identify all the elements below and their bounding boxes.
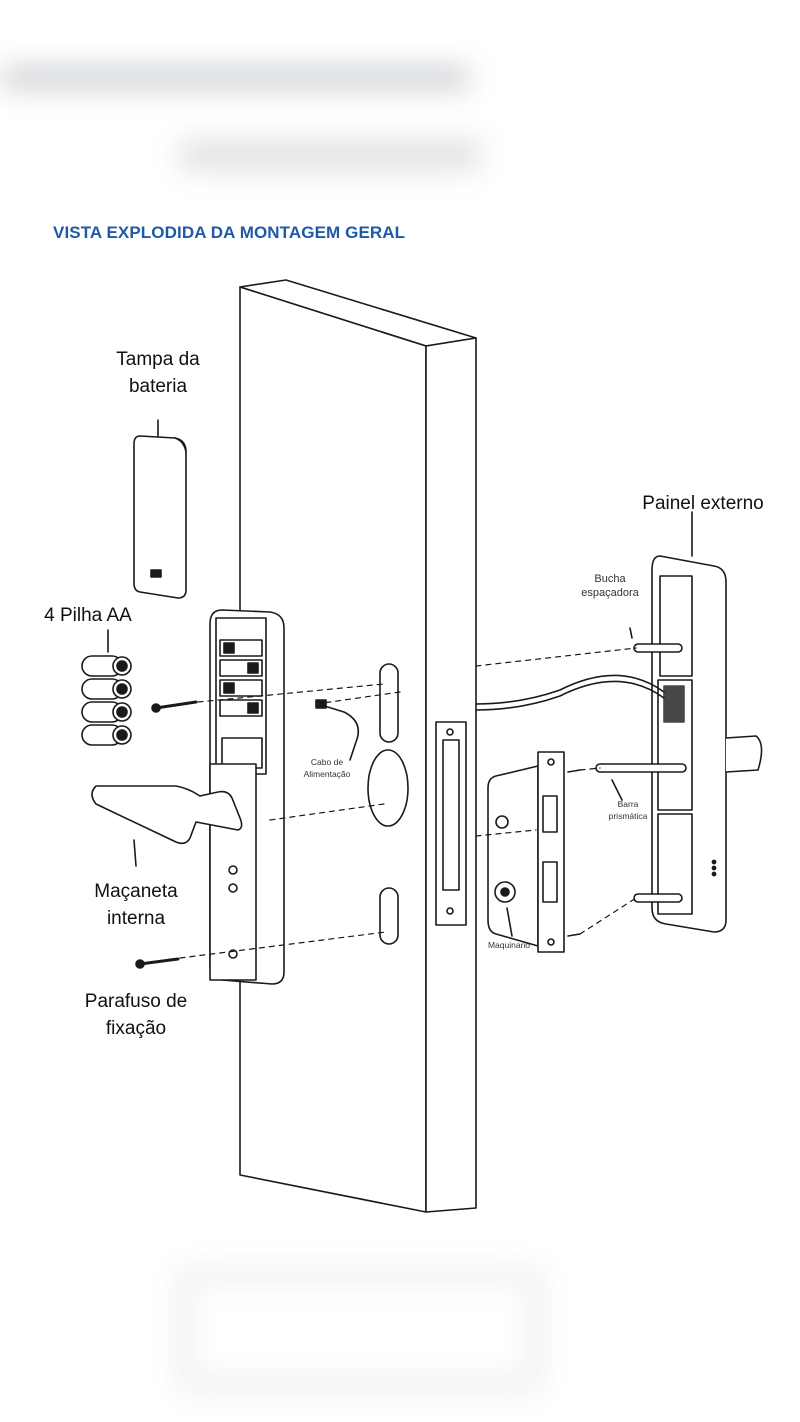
label-outer-panel: Painel externo [642, 493, 764, 514]
diagram-title: VISTA EXPLODIDA DA MONTAGEM GERAL [53, 223, 406, 242]
inner-panel [209, 609, 285, 985]
battery-cover [133, 419, 187, 599]
door [239, 279, 477, 1213]
blurred-header-background [0, 40, 800, 170]
blurred-footer-background [0, 1260, 800, 1390]
prismatic-rod [595, 763, 687, 801]
label-spacer-bushing: Bucha espaçadora [581, 573, 639, 599]
spacer-bushings [629, 627, 683, 903]
label-batteries: 4 Pilha AA [44, 605, 132, 626]
power-cable [315, 674, 665, 761]
label-prismatic-rod: Barra prismática [608, 799, 648, 821]
label-power-cable: Cabo de Alimentação [303, 757, 351, 779]
aa-batteries [81, 629, 132, 746]
label-fixing-screw: Parafuso de fixação [84, 991, 188, 1039]
label-battery-cover: Tampa da bateria [116, 349, 200, 397]
inner-handle [91, 785, 243, 867]
lock-mechanism [487, 751, 581, 953]
outer-panel [651, 511, 763, 933]
alignment-lines [179, 647, 637, 959]
label-lock-mechanism: Maquinario [487, 940, 531, 950]
lower-screw [135, 957, 180, 969]
upper-screw [151, 700, 198, 713]
label-inner-handle: Maçaneta interna [94, 881, 178, 929]
